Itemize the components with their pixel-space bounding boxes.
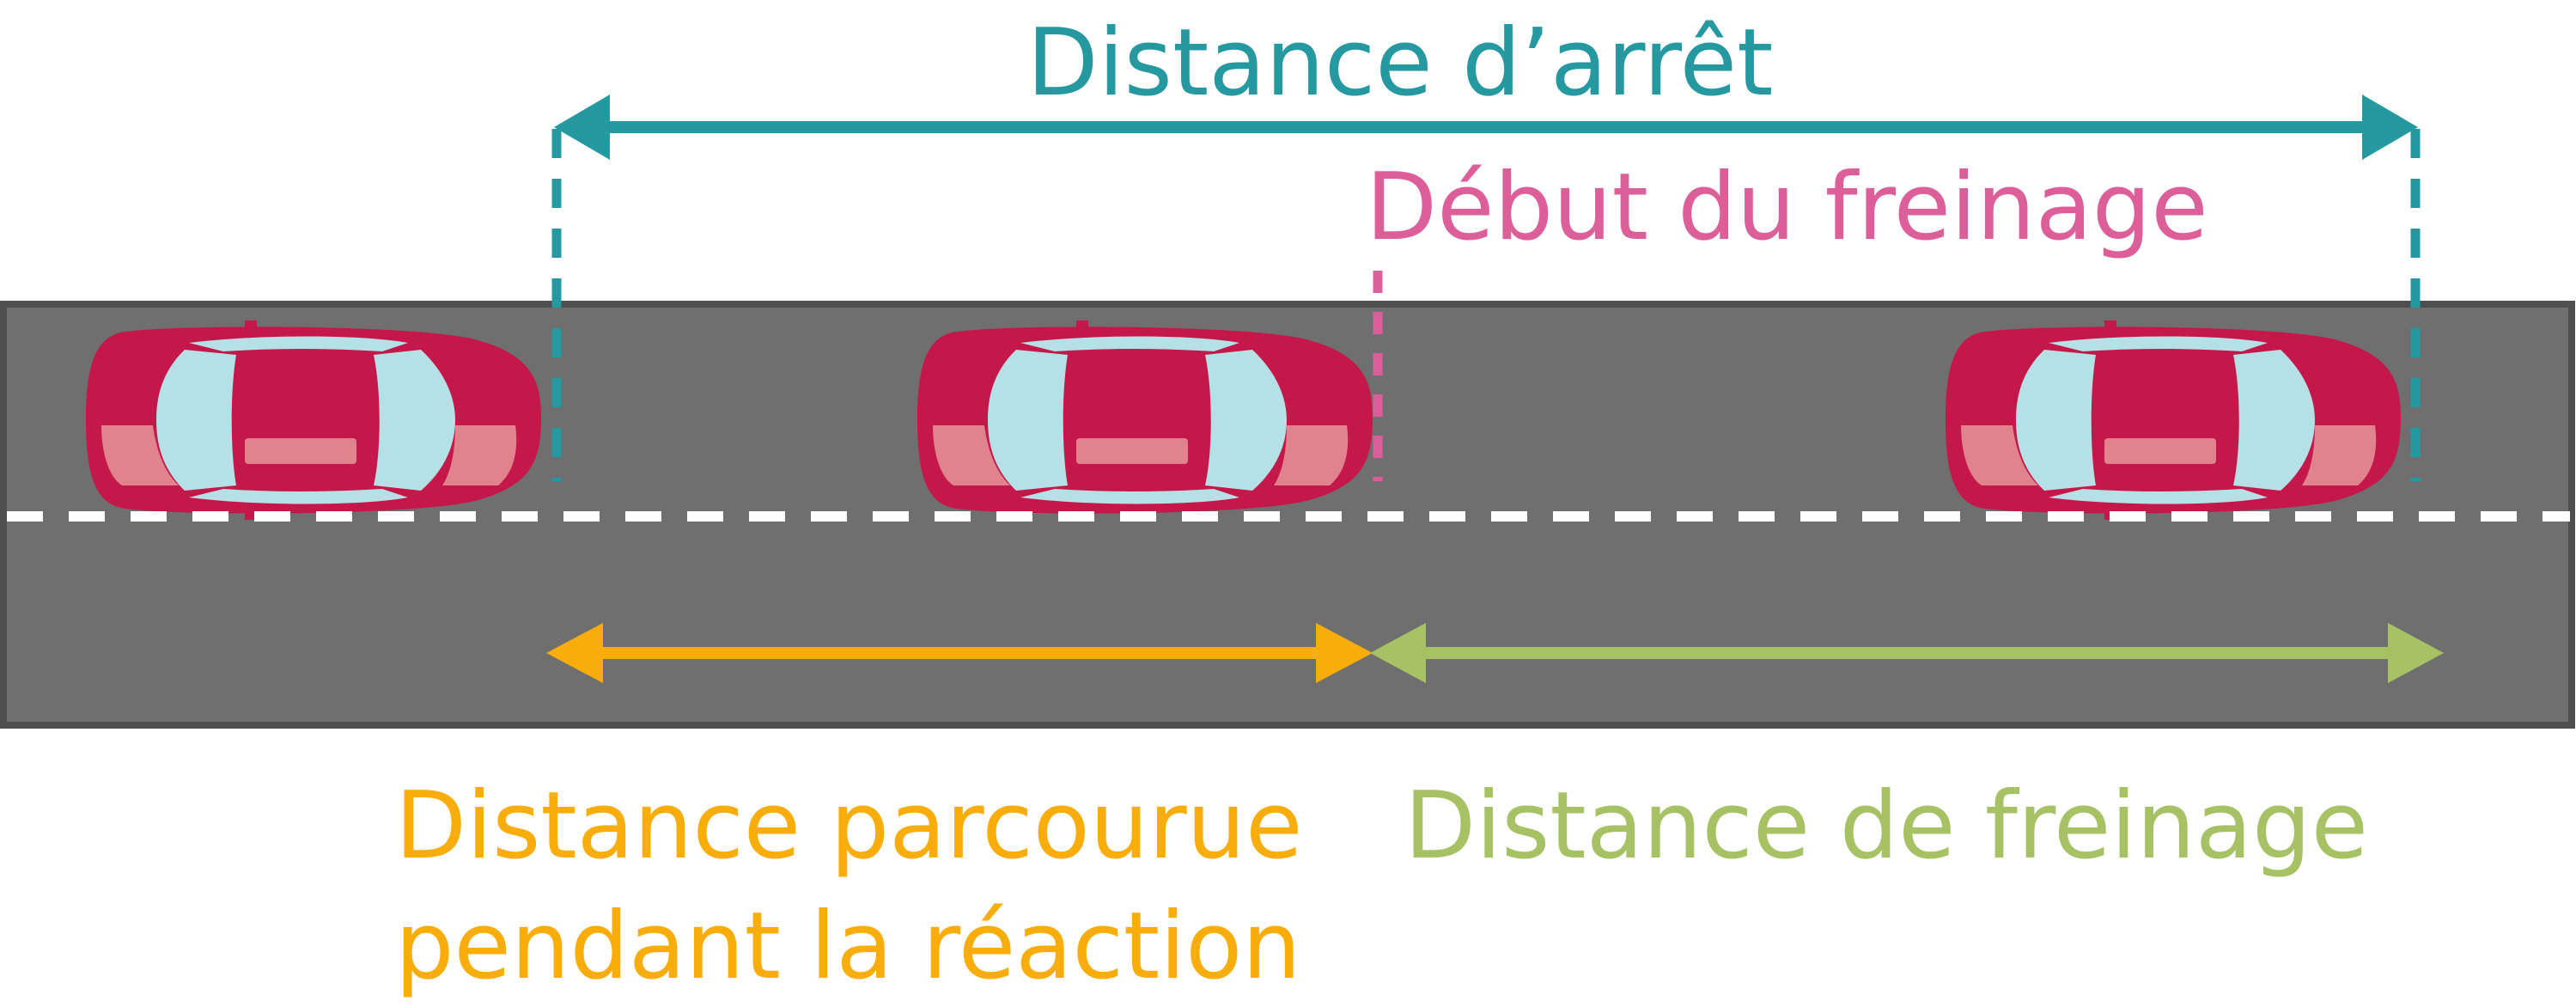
car-2 (917, 320, 1373, 520)
car-1 (86, 320, 541, 520)
braking-distance-label: Distance de freinage (1404, 772, 2369, 880)
car-3 (1946, 320, 2401, 520)
braking-start-label: Début du freinage (1366, 154, 2208, 261)
braking-distance-arrow (1370, 623, 2444, 683)
reaction-distance-label: Distance parcourue pendant la réaction (395, 772, 1303, 1000)
stopping-distance-label: Distance d’arrêt (1026, 9, 1774, 117)
stopping-distance-arrow (554, 95, 2418, 160)
reaction-distance-arrow (546, 623, 1373, 683)
